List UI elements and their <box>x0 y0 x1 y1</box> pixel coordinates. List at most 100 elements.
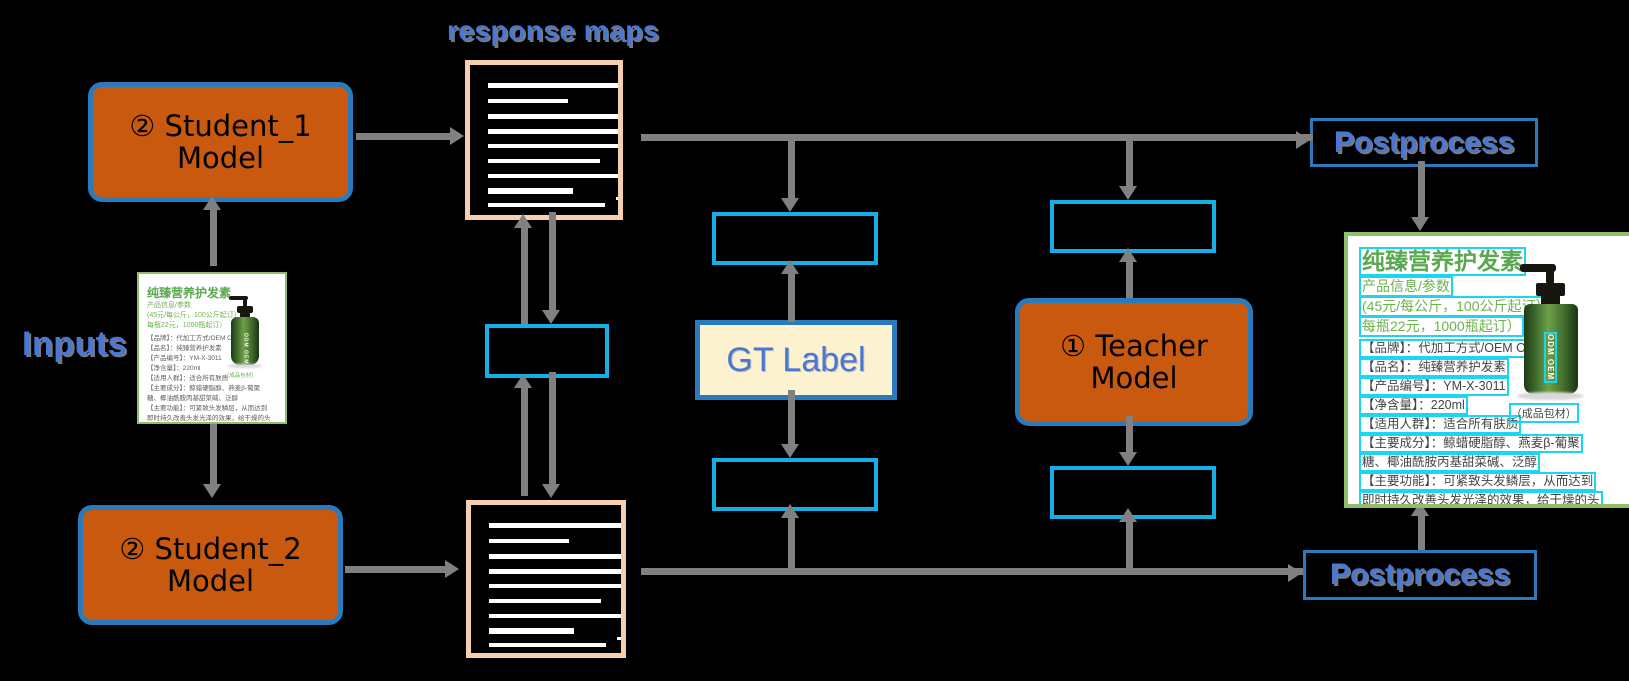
student-2-model-box[interactable]: ② Student_2 Model <box>78 505 343 625</box>
result-spec-row: 【产品编号】：YM-X-3011 <box>1359 376 1509 397</box>
result-price-1: (45元/每公斤，100公斤起订） <box>1358 296 1553 317</box>
bus-top-drop-teacher <box>1126 134 1133 186</box>
bus-top-drop-gt-head <box>781 198 799 212</box>
loss-box-gt-top[interactable] <box>712 212 878 265</box>
arrow-respmaptop-to-middlebox-head <box>542 310 560 324</box>
response-map-text-line <box>489 614 621 618</box>
bottle-collar-icon <box>237 306 253 313</box>
arrow-middlebox-to-respmapbottom-head <box>542 484 560 498</box>
teacher-model-box[interactable]: ① Teacher Model <box>1015 298 1253 426</box>
response-map-text-line <box>488 99 568 103</box>
bus-bottom-rise-teacher <box>1126 522 1133 570</box>
loss-box-middle[interactable] <box>485 324 609 378</box>
response-map-text-line <box>489 584 621 588</box>
bus-top-drop-gt <box>788 134 795 198</box>
student-1-line2: Model <box>176 141 265 175</box>
bottle-pump-stem-icon <box>1546 270 1554 285</box>
arrow-teacher-to-lossbox-top-head <box>1119 248 1137 262</box>
bottle-shadow <box>1517 392 1585 400</box>
result-spec-row: 【主要功能】：可紧致头发鳞层，从而达到 <box>1358 471 1597 492</box>
arrow-postprocess-top-to-result-head <box>1411 217 1429 231</box>
arrow-gt-to-lossbox-bottom-head <box>781 444 799 458</box>
arrow-respmaptop-to-middlebox <box>549 212 556 310</box>
product-spec-row: 【主要成分】：鲸蜡硬脂醇、燕麦β-葡聚 <box>147 385 261 392</box>
response-map-text-line <box>489 599 601 603</box>
arrow-inputs-to-student2 <box>210 424 217 484</box>
ocr-annotation-box: 糖、椰油酰胺丙基甜菜碱、泛醇 <box>1358 452 1541 473</box>
student-1-model-box[interactable]: ② Student_1 Model <box>88 82 353 202</box>
product-title: 纯臻营养护发素 <box>147 286 232 300</box>
result-spec-row: 即时持久改善头发光泽的效果，给干燥的头 <box>1359 490 1603 507</box>
result-spec-row: 糖、椰油酰胺丙基甜菜碱、泛醇 <box>1358 452 1541 473</box>
postprocess-bottom-label: Postprocess <box>1329 558 1511 591</box>
ocr-annotation-box: (45元/每公斤，100公斤起订） <box>1358 296 1553 317</box>
bottle-collar-icon <box>1536 283 1566 296</box>
bottle-neck-icon <box>239 312 251 319</box>
response-map-text-line <box>489 628 574 634</box>
response-map-text-line <box>488 174 618 178</box>
product-spec-row: 【净含量】：220ml <box>147 365 201 372</box>
arrow-middlebox-to-respmaptop <box>521 228 528 324</box>
ocr-annotation-box: 【净含量】：220ml <box>1359 395 1468 416</box>
bus-bottom-rise-teacher-head <box>1119 508 1137 522</box>
result-product-card: 纯臻营养护发素产品信息/参数(45元/每公斤，100公斤起订）每瓶22元，100… <box>1344 232 1629 508</box>
arrow-middlebox-to-respmapbottom <box>549 372 556 484</box>
result-spec-row: 【主要成分】：鲸蜡硬脂醇、燕麦β-葡聚 <box>1359 433 1583 454</box>
bottle-caption: （成品包材） <box>223 372 257 379</box>
bus-bottom-into-postprocess-head <box>1288 564 1302 582</box>
arrow-teacher-to-lossbox-bottom-head <box>1119 452 1137 466</box>
response-map-text-line <box>489 643 606 647</box>
bus-top-horizontal <box>641 134 1313 141</box>
arrow-student1-to-respmap-head <box>450 127 464 145</box>
product-spec-row: 发足够的滋养 <box>147 422 186 424</box>
response-map-text-line <box>488 114 618 119</box>
result-spec-row: 【品名】：纯臻营养护发素 <box>1359 357 1509 378</box>
teacher-line2: Model <box>1090 361 1178 395</box>
ocr-annotation-box: 【品名】：纯臻营养护发素 <box>1359 357 1509 378</box>
arrow-respmapbottom-to-middlebox <box>521 388 528 496</box>
arrow-gt-to-lossbox-bottom <box>788 390 795 444</box>
bus-bottom-horizontal <box>641 568 1303 575</box>
bottle-shadow <box>227 364 263 369</box>
product-spec-row: 【适用人群】：适合所有肤质 <box>147 375 229 382</box>
bottle-pump-icon <box>228 296 248 301</box>
result-spec-row: 【适用人群】：适合所有肤质 <box>1358 414 1522 435</box>
bottle-neck-icon <box>1541 294 1561 306</box>
inputs-label: Inputs <box>22 325 127 363</box>
ocr-annotation-box: 【主要功能】：可紧致头发鳞层，从而达到 <box>1358 471 1597 492</box>
response-maps-title: response maps <box>447 15 659 46</box>
bus-top-into-postprocess-head <box>1296 131 1310 149</box>
arrow-inputs-to-student1 <box>210 210 217 266</box>
product-spec-row: 【品名】：纯臻营养护发素 <box>147 345 222 352</box>
loss-box-teacher-top[interactable] <box>1050 200 1216 253</box>
postprocess-top-label: Postprocess <box>1333 125 1515 159</box>
bottle-label: ODM OEM <box>1544 332 1557 383</box>
arrow-inputs-to-student1-head <box>203 196 221 210</box>
response-map-text-line <box>489 539 569 543</box>
product-spec-row: 【主要功能】：可紧致头发鳞层，从而达到 <box>147 405 268 412</box>
response-map-text-line <box>488 159 600 163</box>
bus-bottom-rise-gt <box>788 518 795 570</box>
arrow-teacher-to-lossbox-top <box>1126 262 1133 298</box>
gt-label-box[interactable]: GT Label <box>695 320 897 400</box>
arrow-gt-to-lossbox-top-head <box>781 260 799 274</box>
postprocess-bottom-box[interactable]: Postprocess <box>1303 550 1537 600</box>
student-2-line2: Model <box>166 564 255 598</box>
arrow-postprocess-top-to-result <box>1418 161 1425 217</box>
result-price-2: 每瓶22元，1000瓶起订） <box>1359 316 1524 337</box>
response-map-text-line <box>489 523 621 528</box>
ocr-annotation-box: 【品牌】：代加工方式/OEM ODM <box>1358 338 1549 359</box>
teacher-line1: ① Teacher <box>1060 328 1208 363</box>
ocr-annotation-box: 纯臻营养护发素 <box>1359 247 1526 276</box>
result-spec-row: 【净含量】：220ml <box>1359 395 1468 416</box>
product-spec-row: 糖、椰油酰胺丙基甜菜碱、泛醇 <box>147 395 238 402</box>
product-subtitle: 产品信息/参数 <box>147 302 191 309</box>
postprocess-top-box[interactable]: Postprocess <box>1310 118 1538 167</box>
gt-label-text: GT Label <box>726 340 866 379</box>
arrow-student1-to-respmap <box>356 133 450 140</box>
result-spec-row: 【品牌】：代加工方式/OEM ODM <box>1358 338 1549 359</box>
ocr-annotation-box: 即时持久改善头发光泽的效果，给干燥的头 <box>1359 490 1603 507</box>
bottle-label: ODM OEM <box>242 333 249 365</box>
bottle-body-icon <box>1523 304 1578 394</box>
